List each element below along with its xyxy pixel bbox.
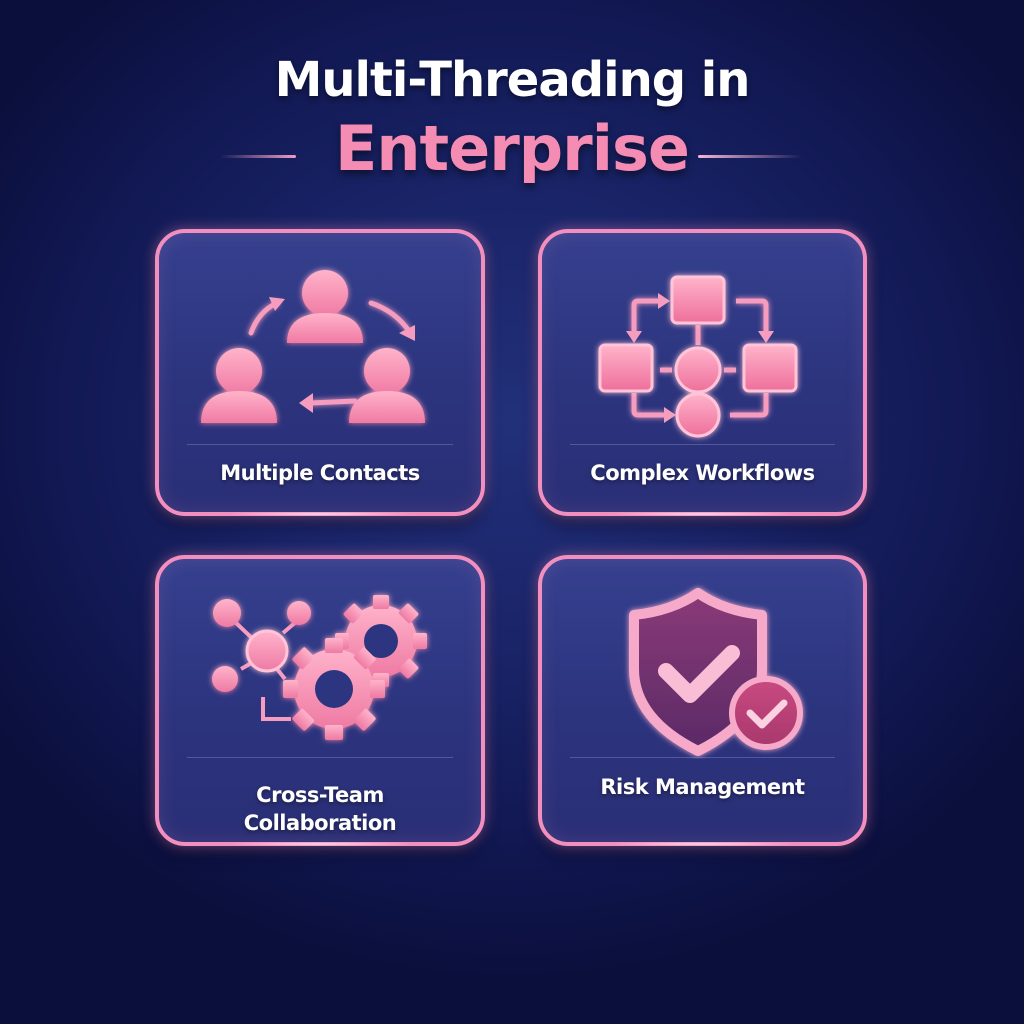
network-gears-icon	[159, 559, 481, 774]
people-cycle-icon	[159, 233, 481, 448]
title-decoration-left	[220, 155, 296, 158]
header: Multi-Threading in Enterprise	[0, 0, 1024, 210]
card-label: Cross-Team Collaboration	[159, 781, 481, 837]
card-label-line2: Collaboration	[243, 811, 397, 835]
card-cross-team-collaboration[interactable]: Cross-Team Collaboration	[155, 555, 485, 846]
card-label: Complex Workflows	[590, 461, 815, 485]
card-risk-management[interactable]: Risk Management	[538, 555, 867, 846]
card-complex-workflows[interactable]: Complex Workflows	[538, 229, 867, 516]
card-divider	[570, 757, 835, 758]
shield-check-icon	[542, 559, 863, 774]
card-divider	[187, 757, 453, 758]
card-divider	[570, 444, 835, 445]
card-multiple-contacts[interactable]: Multiple Contacts	[155, 229, 485, 516]
card-label: Risk Management	[600, 775, 805, 799]
title-decoration-right	[698, 155, 802, 158]
page-title: Multi-Threading in	[274, 52, 751, 108]
page-title-highlight: Enterprise	[335, 112, 690, 185]
card-label-line1: Cross-Team	[256, 783, 384, 807]
card-divider	[187, 444, 453, 445]
card-label: Multiple Contacts	[220, 461, 420, 485]
workflow-diagram-icon	[542, 233, 863, 448]
